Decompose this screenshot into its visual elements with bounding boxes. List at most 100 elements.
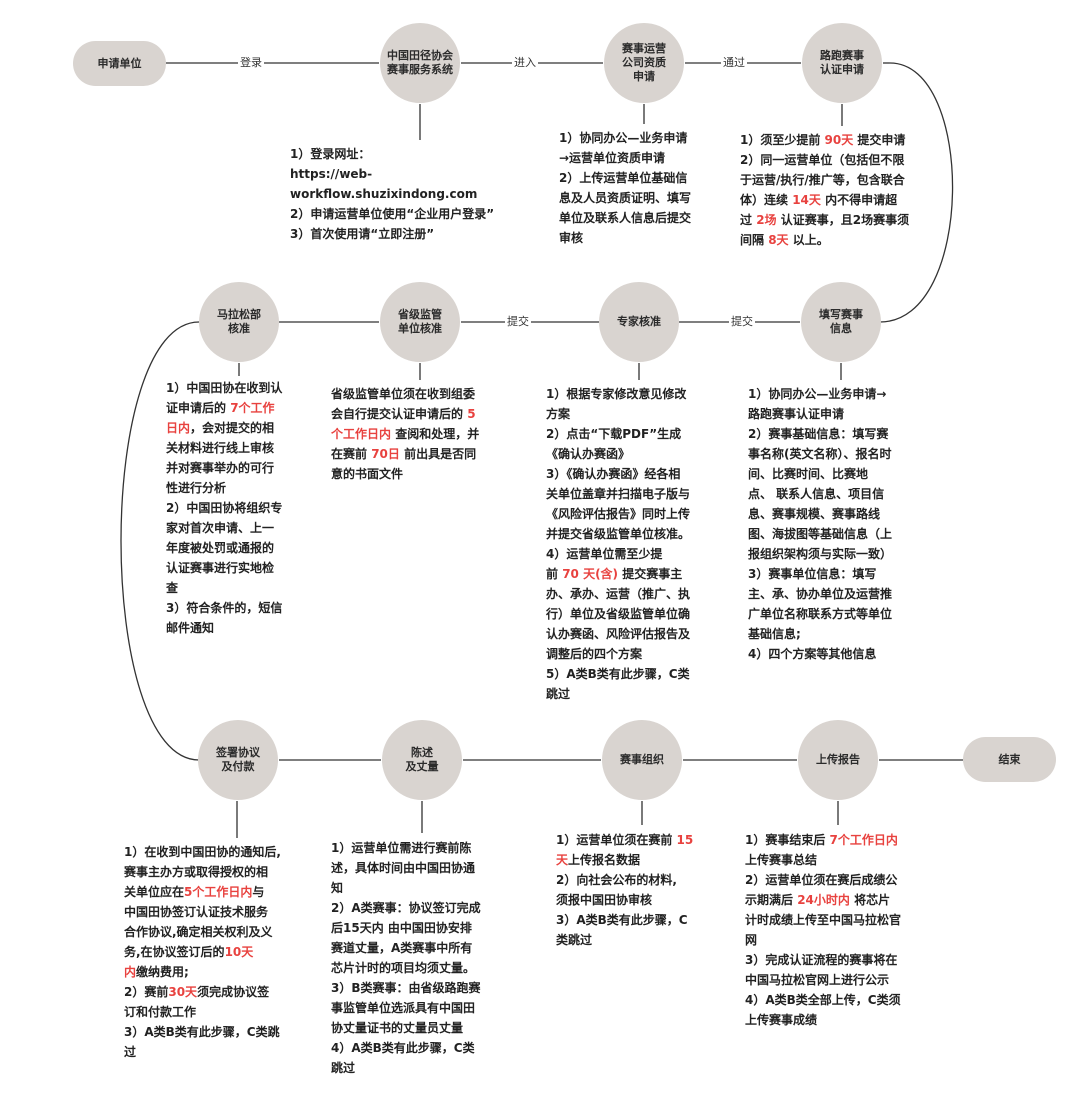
edge-label-login: 登录 xyxy=(238,56,264,70)
desc-text: 认证赛事，且2场赛事须 xyxy=(776,213,910,227)
desc-line: 基础信息; xyxy=(748,624,892,644)
node-marathon-dept-label: 马拉松部 核准 xyxy=(217,308,261,335)
desc-line: 赛道丈量，A类赛事中所有 xyxy=(331,938,481,958)
desc-text: 证申请后的 xyxy=(166,401,231,415)
desc-line: 广单位名称联系方式等单位 xyxy=(748,604,892,624)
highlight-text: 个工作日内 xyxy=(331,427,392,441)
desc-text: 1）登录网址： xyxy=(290,147,371,161)
desc-line: 单位及联系人信息后提交 xyxy=(559,208,691,228)
desc-line: 芯片计时的项目均须丈量。 xyxy=(331,958,481,978)
desc-text: 并提交省级监管单位核准。 xyxy=(546,527,691,541)
desc-line: 省级监管单位须在收到组委 xyxy=(331,384,479,404)
desc-text: 1）根据专家修改意见修改 xyxy=(546,387,687,401)
desc-text: 以上。 xyxy=(788,233,829,247)
desc-line: 1）根据专家修改意见修改 xyxy=(546,384,690,404)
desc-line: 间、比赛时间、比赛地 xyxy=(748,464,892,484)
desc-text: →运营单位资质申请 xyxy=(559,151,666,165)
desc-text: 省级监管单位须在收到组委 xyxy=(331,387,476,401)
desc-text: 点、 联系人信息、项目信 xyxy=(748,487,885,501)
highlight-text: 7个工作 xyxy=(230,401,275,415)
edge-label-submit-1: 提交 xyxy=(729,315,755,329)
node-qualification: 赛事运营 公司资质 申请 xyxy=(604,23,684,103)
desc-text: 会自行提交认证申请后的 xyxy=(331,407,468,421)
desc-text: 合作协议,确定相关权利及义 xyxy=(124,925,273,939)
desc-text: 3）完成认证流程的赛事将在 xyxy=(745,953,898,967)
desc-text: 《风险评估报告》同时上传 xyxy=(546,507,691,521)
desc-line: 跳过 xyxy=(331,1058,481,1078)
desc-text: 间隔 xyxy=(740,233,769,247)
desc-line: 主、承、协办单位及运营推 xyxy=(748,584,892,604)
desc-text: 芯片计时的项目均须丈量。 xyxy=(331,961,476,975)
desc-line: 3）首次使用请“立即注册” xyxy=(290,224,494,244)
node-provincial: 省级监管 单位核准 xyxy=(380,282,460,362)
desc-text: 事名称(英文名称）、报名时 xyxy=(748,447,892,461)
desc-system: 1）登录网址：https://web-workflow.shuzixindong… xyxy=(290,144,494,244)
desc-text: 家对首次申请、上一 xyxy=(166,521,275,535)
desc-line: https://web- xyxy=(290,164,494,184)
edge-curve-left xyxy=(120,321,200,761)
desc-line: 事名称(英文名称）、报名时 xyxy=(748,444,892,464)
desc-text: 1）协同办公—业务申请 xyxy=(559,131,688,145)
desc-text: 中国田协签订认证技术服务 xyxy=(124,905,269,919)
desc-text: 网 xyxy=(745,933,758,947)
desc-line: 5）A类B类有此步骤，C类 xyxy=(546,664,690,684)
node-sign: 签署协议 及付款 xyxy=(198,720,278,800)
desc-text: 办、承办、运营（推广、执 xyxy=(546,587,691,601)
desc-line: 并对赛事举办的可行 xyxy=(166,458,282,478)
desc-text: 前出具是否同 xyxy=(399,447,477,461)
node-road-cert-label: 路跑赛事 认证申请 xyxy=(820,49,864,76)
desc-text: 报组织架构须与实际一致） xyxy=(748,547,893,561)
desc-line: 事监管单位选派具有中国田 xyxy=(331,998,481,1018)
desc-line: 路跑赛事认证申请 xyxy=(748,404,892,424)
desc-line: 关单位应在5个工作日内与 xyxy=(124,882,281,902)
desc-line: 过 xyxy=(124,1042,281,1062)
desc-text: 年度被处罚或通报的 xyxy=(166,541,275,555)
desc-line: 日内，会对提交的相 xyxy=(166,418,282,438)
desc-text: 缴纳费用; xyxy=(136,965,189,979)
desc-line: 知 xyxy=(331,878,481,898)
desc-line: 2）运营单位须在赛后成绩公 xyxy=(745,870,901,890)
desc-text: 3）首次使用请“立即注册” xyxy=(290,227,435,241)
desc-line: 1）协同办公—业务申请→ xyxy=(748,384,892,404)
desc-line: 务,在协议签订后的10天 xyxy=(124,942,281,962)
node-survey: 陈述 及丈量 xyxy=(382,720,462,800)
desc-line: 2）中国田协将组织专 xyxy=(166,498,282,518)
desc-text: https://web- xyxy=(290,167,373,181)
node-organize: 赛事组织 xyxy=(602,720,682,800)
desc-text: 知 xyxy=(331,881,344,895)
desc-line: 个工作日内 查阅和处理，并 xyxy=(331,424,479,444)
desc-line: 前 70 天(含) 提交赛事主 xyxy=(546,564,690,584)
desc-text: 2）赛前 xyxy=(124,985,169,999)
highlight-text: 5 xyxy=(467,407,476,421)
desc-line: 关单位盖章并扫描电子版与 xyxy=(546,484,690,504)
desc-line: 息、赛事规模、赛事路线 xyxy=(748,504,892,524)
desc-text: 2）运营单位须在赛后成绩公 xyxy=(745,873,898,887)
desc-text: 关单位盖章并扫描电子版与 xyxy=(546,487,691,501)
desc-line: 3）完成认证流程的赛事将在 xyxy=(745,950,901,970)
desc-line: 间隔 8天 以上。 xyxy=(740,230,909,250)
desc-line: 4）A类B类全部上传，C类须 xyxy=(745,990,901,1010)
desc-text: 订和付款工作 xyxy=(124,1005,197,1019)
desc-text: 事监管单位选派具有中国田 xyxy=(331,1001,476,1015)
desc-text: 广单位名称联系方式等单位 xyxy=(748,607,893,621)
desc-text: ，会对提交的相 xyxy=(190,421,275,435)
desc-line: 意的书面文件 xyxy=(331,464,479,484)
edge-label-pass: 通过 xyxy=(721,56,747,70)
desc-line: 2）向社会公布的材料, xyxy=(556,870,693,890)
desc-line: 上传赛事总结 xyxy=(745,850,901,870)
desc-text: 息、赛事规模、赛事路线 xyxy=(748,507,881,521)
desc-text: 4）A类B类有此步骤，C类 xyxy=(331,1041,475,1055)
node-fill-info: 填写赛事 信息 xyxy=(801,282,881,362)
desc-text: 3）B类赛事：由省级路跑赛 xyxy=(331,981,481,995)
desc-text: 上传赛事总结 xyxy=(745,853,818,867)
desc-line: 办、承办、运营（推广、执 xyxy=(546,584,690,604)
node-road-cert: 路跑赛事 认证申请 xyxy=(802,23,882,103)
desc-line: 示期满后 24小时内 将芯片 xyxy=(745,890,901,910)
desc-line: 1）运营单位需进行赛前陈 xyxy=(331,838,481,858)
highlight-text: 24小时内 xyxy=(797,893,850,907)
desc-text: 1）协同办公—业务申请→ xyxy=(748,387,887,401)
desc-text: 调整后的四个方案 xyxy=(546,647,643,661)
